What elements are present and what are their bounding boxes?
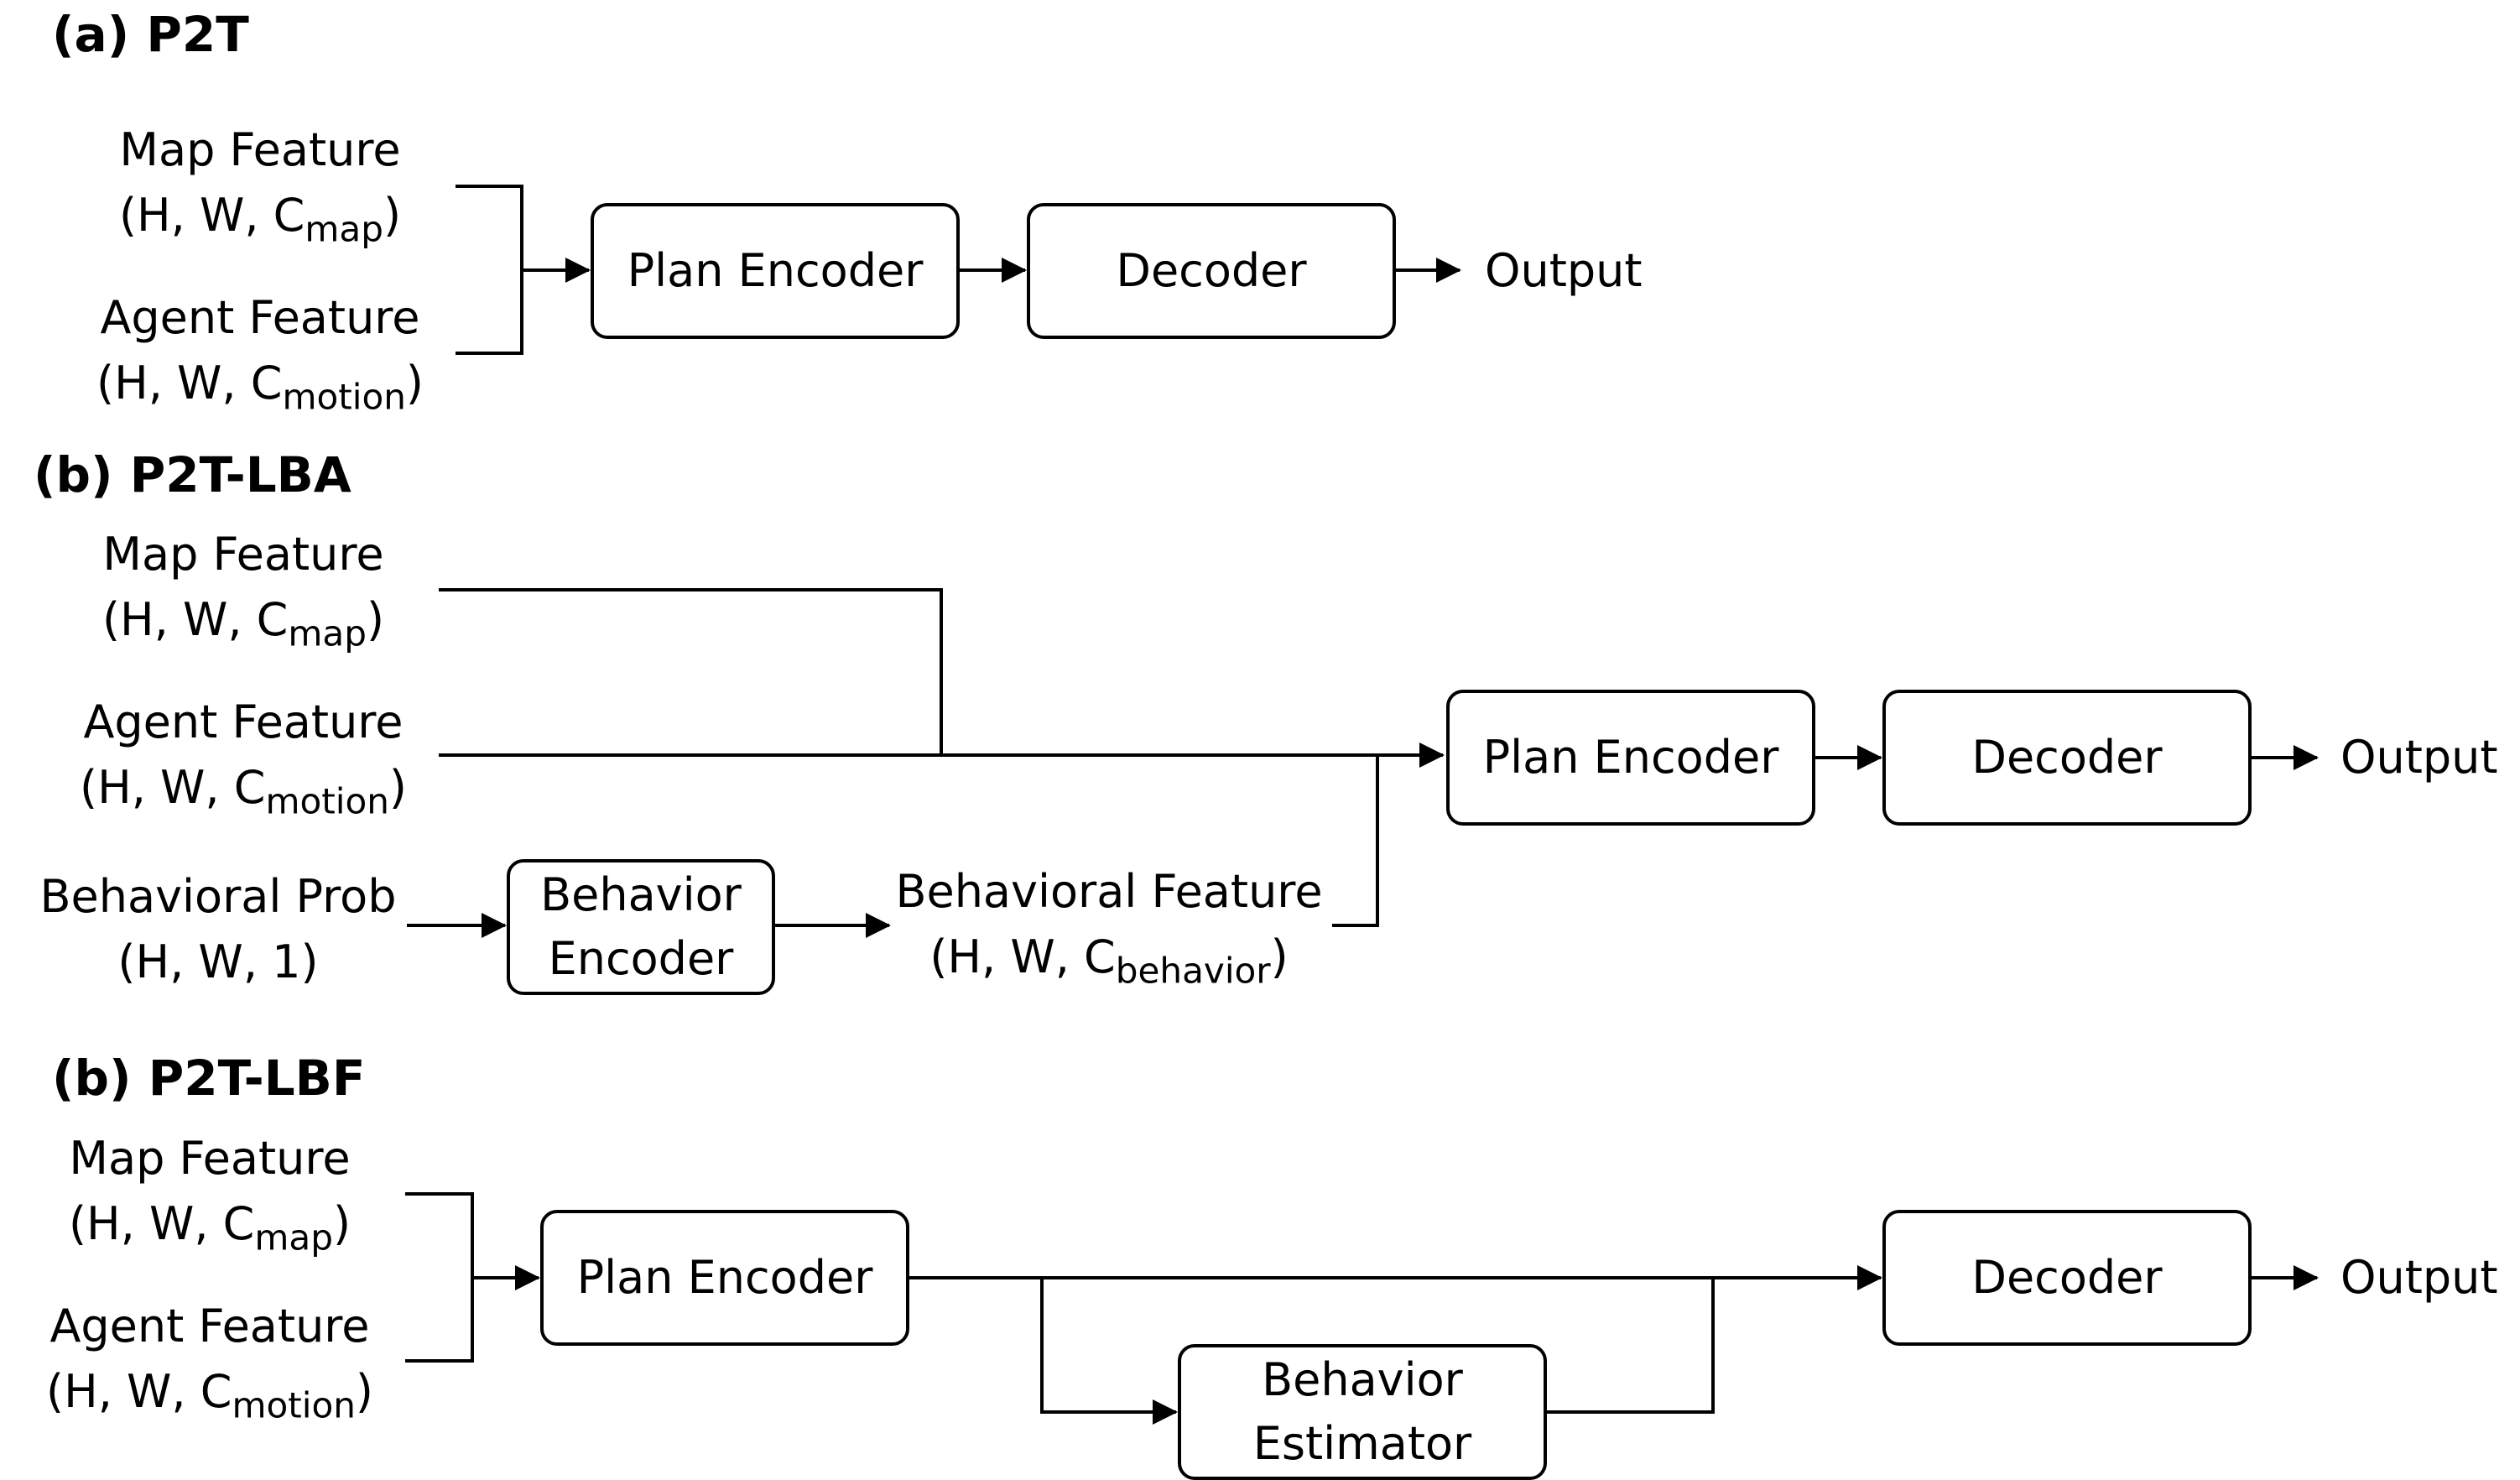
lbf-plan-encoder-box: Plan Encoder bbox=[540, 1210, 909, 1346]
agent-feature-dims: (H, W, Cmotion) bbox=[46, 1365, 373, 1426]
lba-plan-encoder-box: Plan Encoder bbox=[1446, 690, 1815, 826]
lbf-map-feature-label: Map Feature (H, W, Cmap) bbox=[17, 1126, 403, 1257]
section-title-p2t: (a) P2T bbox=[52, 6, 249, 63]
behavioral-feature-text: Behavioral Feature bbox=[895, 865, 1323, 918]
p2t-output-label: Output bbox=[1485, 244, 1643, 297]
arrowheads bbox=[482, 258, 2319, 1425]
map-feature-text: Map Feature bbox=[102, 528, 384, 581]
plan-encoder-label: Plan Encoder bbox=[576, 1251, 873, 1304]
decoder-label: Decoder bbox=[1971, 731, 2163, 784]
lbf-decoder-box: Decoder bbox=[1882, 1210, 2252, 1346]
agent-feature-text: Agent Feature bbox=[49, 1300, 370, 1352]
arrowhead bbox=[482, 913, 507, 938]
section-title-p2t-lba: (b) P2T-LBA bbox=[34, 446, 351, 503]
behavior-encoder-line2: Encoder bbox=[548, 932, 734, 985]
arrowhead bbox=[1419, 743, 1445, 768]
p2t-plan-encoder-box: Plan Encoder bbox=[591, 203, 960, 339]
agent-feature-dims: (H, W, Cmotion) bbox=[80, 761, 407, 822]
p2t-agent-feature-label: Agent Feature (H, W, Cmotion) bbox=[67, 285, 453, 416]
lbf-estimator-return-line bbox=[1545, 1278, 1715, 1414]
arrowhead bbox=[1002, 258, 1027, 283]
behavior-estimator-line1: Behavior bbox=[1262, 1353, 1463, 1406]
behavioral-prob-dims: (H, W, 1) bbox=[117, 935, 319, 988]
lba-map-feature-label: Map Feature (H, W, Cmap) bbox=[50, 522, 436, 653]
arrowhead bbox=[565, 258, 591, 283]
agent-feature-dims: (H, W, Cmotion) bbox=[96, 357, 424, 418]
plan-encoder-label: Plan Encoder bbox=[627, 244, 924, 297]
lba-behavioral-prob-label: Behavioral Prob (H, W, 1) bbox=[25, 864, 411, 995]
map-feature-dims: (H, W, Cmap) bbox=[118, 189, 402, 250]
agent-feature-text: Agent Feature bbox=[83, 696, 404, 748]
lbf-merge-bracket bbox=[405, 1192, 474, 1363]
behavior-encoder-line1: Behavior bbox=[540, 868, 742, 921]
agent-feature-text: Agent Feature bbox=[100, 291, 420, 344]
behavioral-feature-dims: (H, W, Cbehavior) bbox=[929, 930, 1289, 992]
arrowhead bbox=[2294, 745, 2319, 770]
arrowhead bbox=[866, 913, 891, 938]
arrowhead bbox=[515, 1265, 540, 1290]
lba-behavior-encoder-box: Behavior Encoder bbox=[507, 859, 775, 995]
lba-agent-feature-label: Agent Feature (H, W, Cmotion) bbox=[50, 690, 436, 821]
lbf-agent-feature-label: Agent Feature (H, W, Cmotion) bbox=[17, 1294, 403, 1425]
lbf-branch-down-line bbox=[1040, 1278, 1176, 1414]
arrowhead bbox=[2294, 1265, 2319, 1290]
arrowhead bbox=[1857, 1265, 1882, 1290]
lba-behavioral-feature-label: Behavioral Feature (H, W, Cbehavior) bbox=[891, 859, 1327, 990]
behavior-estimator-line2: Estimator bbox=[1252, 1417, 1472, 1470]
decoder-label: Decoder bbox=[1116, 244, 1307, 297]
lbf-behavior-estimator-box: Behavior Estimator bbox=[1178, 1344, 1547, 1480]
map-feature-dims: (H, W, Cmap) bbox=[68, 1197, 351, 1259]
p2t-merge-bracket bbox=[456, 185, 523, 355]
lba-output-label: Output bbox=[2340, 731, 2498, 784]
section-title-p2t-lbf: (b) P2T-LBF bbox=[52, 1050, 366, 1107]
map-feature-dims: (H, W, Cmap) bbox=[102, 593, 385, 654]
lba-map-line bbox=[439, 588, 943, 755]
arrowhead bbox=[1436, 258, 1461, 283]
p2t-map-feature-label: Map Feature (H, W, Cmap) bbox=[67, 117, 453, 248]
decoder-label: Decoder bbox=[1971, 1251, 2163, 1304]
map-feature-text: Map Feature bbox=[69, 1132, 351, 1185]
arrowhead bbox=[1857, 745, 1882, 770]
lba-decoder-box: Decoder bbox=[1882, 690, 2252, 826]
plan-encoder-label: Plan Encoder bbox=[1482, 731, 1779, 784]
lba-feature-line bbox=[1332, 755, 1379, 927]
p2t-decoder-box: Decoder bbox=[1027, 203, 1396, 339]
map-feature-text: Map Feature bbox=[119, 123, 401, 176]
behavioral-prob-text: Behavioral Prob bbox=[39, 870, 397, 923]
lbf-output-label: Output bbox=[2340, 1251, 2498, 1304]
arrowhead bbox=[1153, 1399, 1178, 1425]
